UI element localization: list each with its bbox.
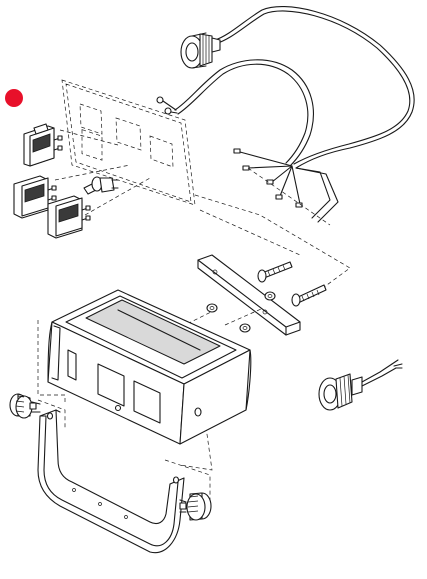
connector-plug-top [180, 32, 221, 69]
rocker-switch-highlighted[interactable] [23, 123, 63, 167]
mounting-bracket [37, 409, 185, 554]
leader-lines [37, 129, 351, 500]
mounting-screws [257, 261, 327, 307]
knob-right[interactable] [179, 492, 212, 521]
wiring-harness [156, 6, 415, 223]
rocker-switch-right[interactable] [47, 195, 91, 239]
washers [206, 291, 276, 333]
rear-panel-gasket [197, 254, 301, 336]
highlight-marker [5, 89, 23, 107]
indicator-housing [47, 289, 252, 445]
fuse-holder[interactable] [83, 176, 119, 195]
knob-left[interactable] [9, 393, 41, 419]
front-panel-label [61, 79, 196, 206]
connector-plug-side [318, 359, 403, 411]
